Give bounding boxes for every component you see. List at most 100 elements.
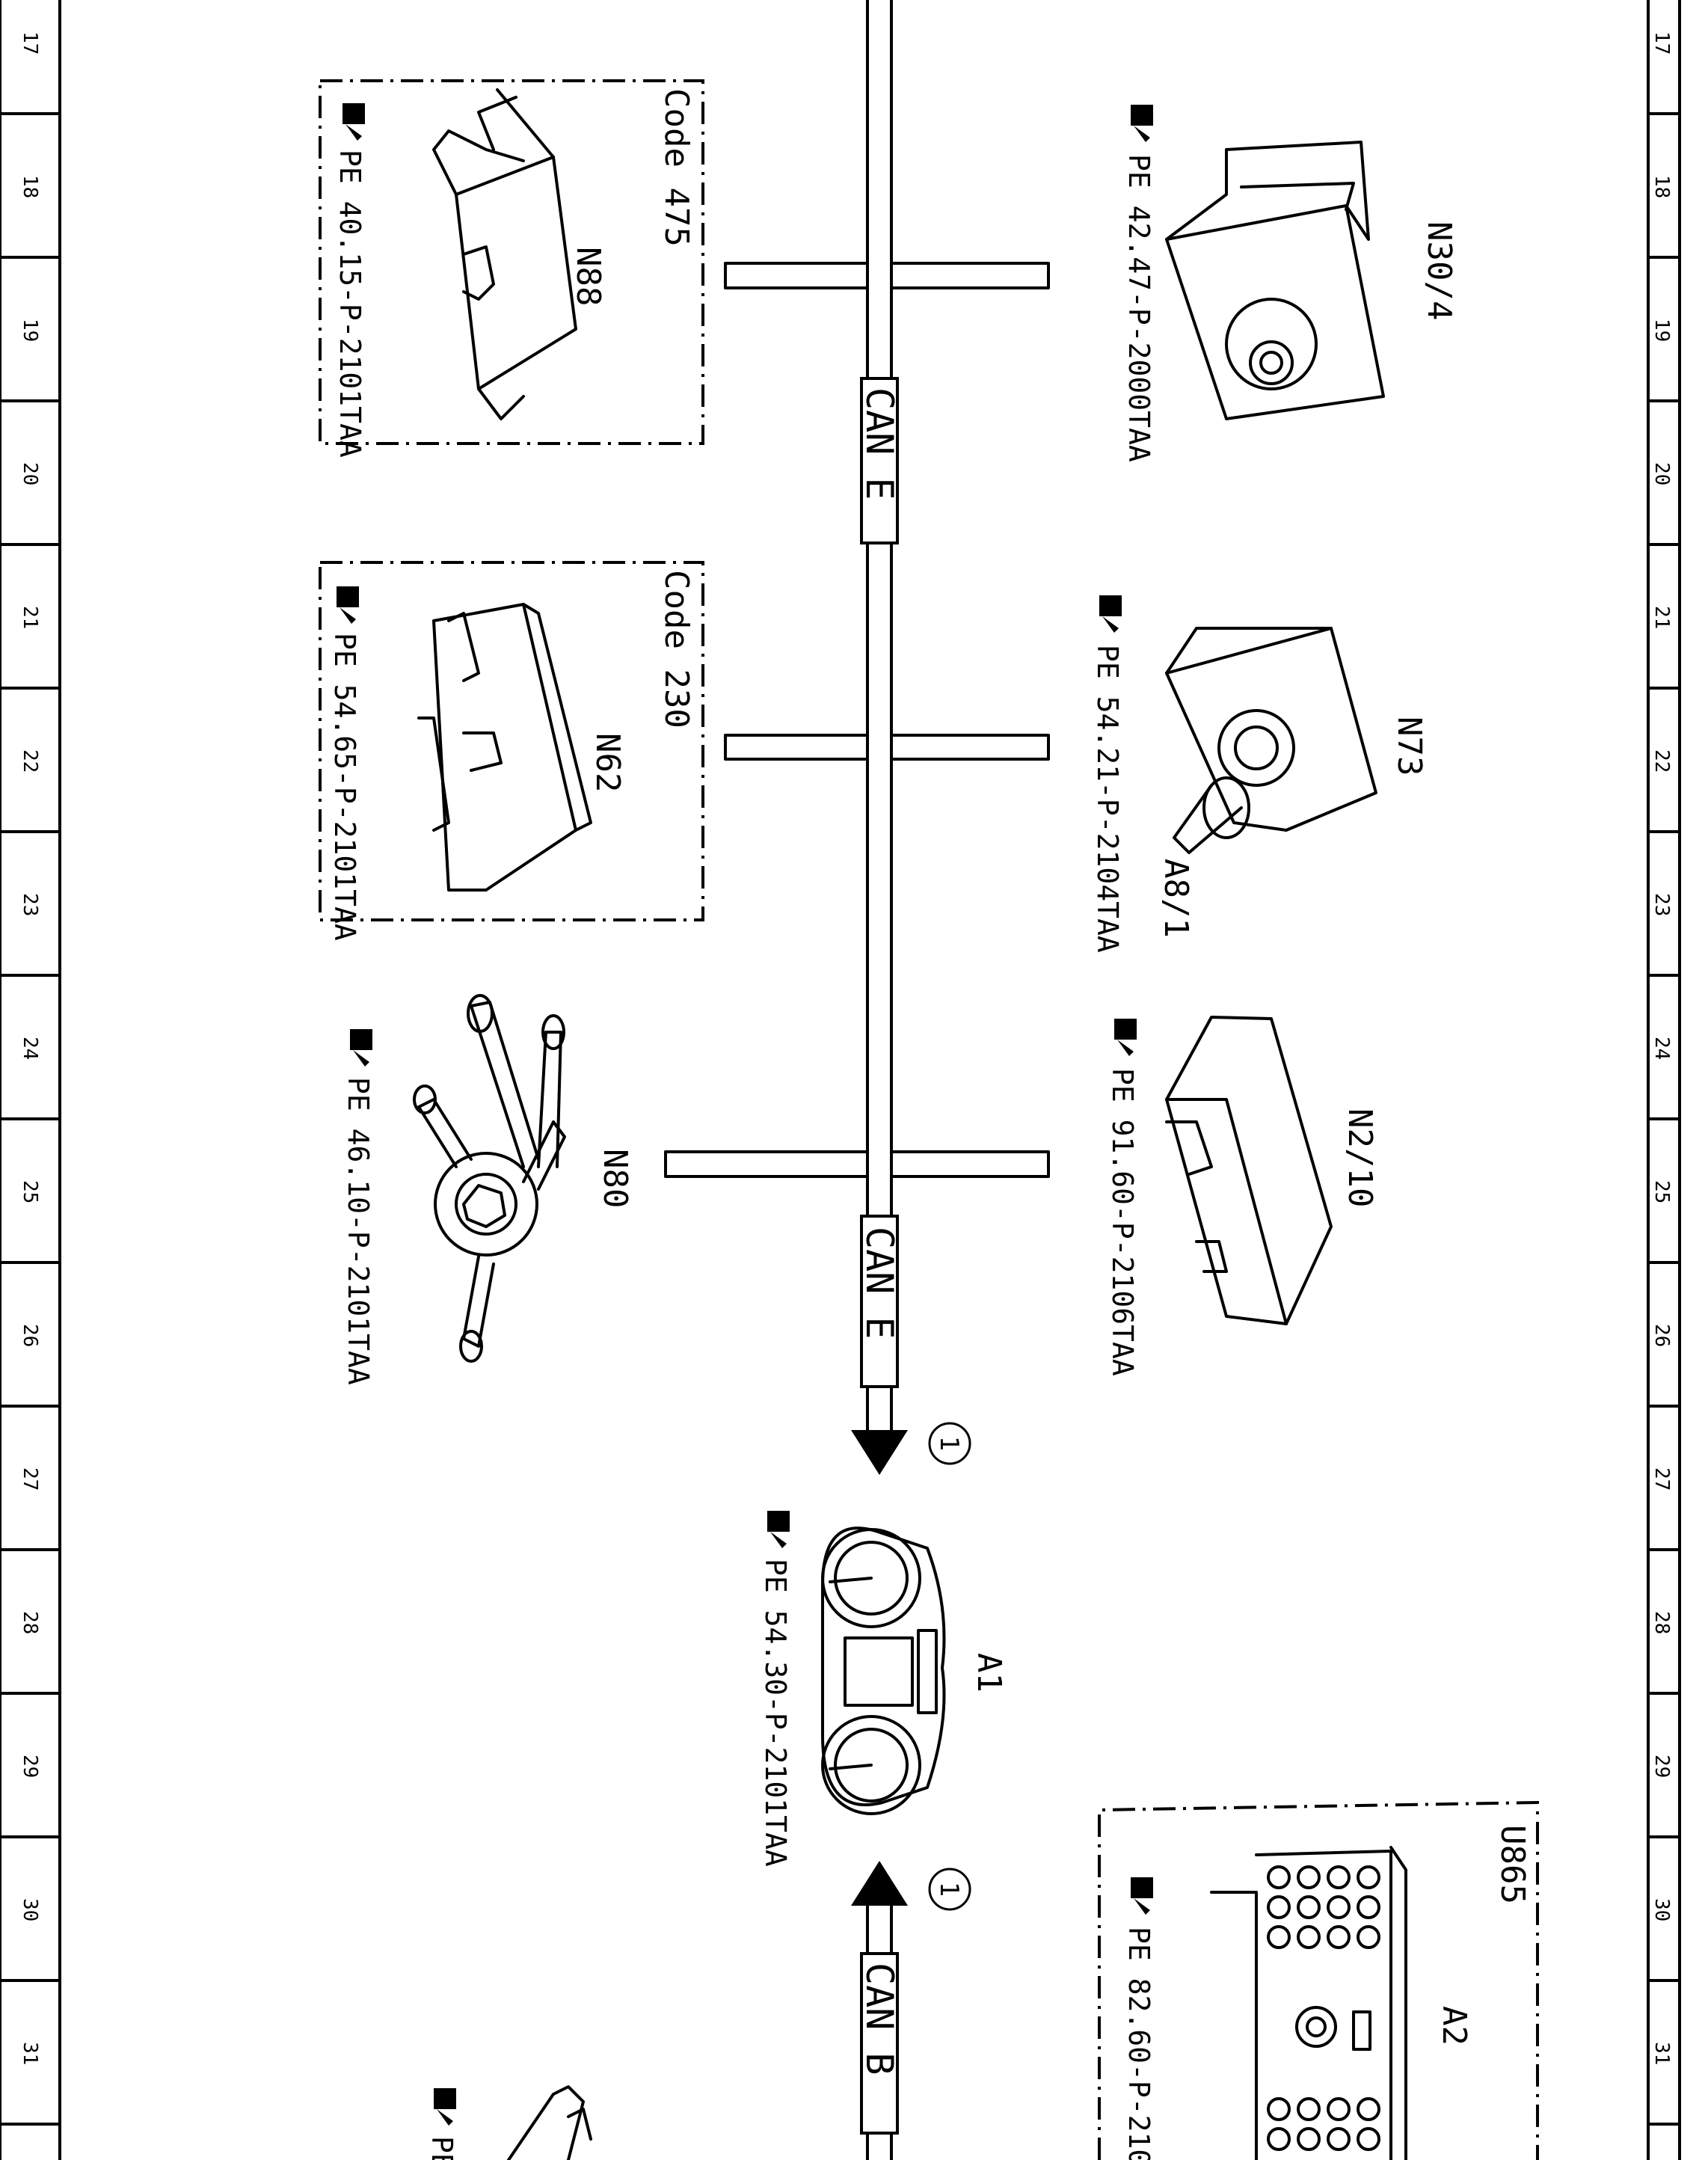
svg-text:A1: A1: [970, 1653, 1008, 1693]
arrow-up-icon: [851, 1861, 908, 1955]
a2-button: [1327, 1895, 1351, 1919]
svg-text:PE 91.60-P-2106TAA: PE 91.60-P-2106TAA: [1106, 1068, 1139, 1376]
can-b-label: CAN B: [858, 1952, 901, 2135]
component-a1: A1 PE 54.30-P-2101TAA: [759, 1511, 1008, 1867]
n30-4-unit-drawing: [1165, 141, 1385, 420]
can-bus-line: [866, 0, 893, 2160]
component-n80: N80 PE 46.10-P-2101TAA: [342, 994, 634, 1385]
a2-button: [1267, 1895, 1291, 1919]
connector-mark-1-bottom: 1: [928, 1868, 971, 1911]
a2-button: [1267, 1865, 1291, 1889]
svg-text:N30/4: N30/4: [1420, 221, 1458, 320]
ruler-label: 26: [19, 1324, 41, 1347]
svg-text:N62: N62: [589, 733, 627, 792]
a2-button: [1297, 2097, 1321, 2121]
a2-button: [1357, 2127, 1380, 2151]
ruler-label: 29: [1650, 1755, 1673, 1778]
a2-button: [1327, 2127, 1351, 2151]
svg-text:N88: N88: [569, 247, 607, 306]
ruler-label: 19: [19, 319, 41, 342]
reference-icon: [434, 2088, 456, 2126]
can-e-label-bottom: CAN E: [858, 1215, 901, 1388]
svg-text:1: 1: [934, 1882, 964, 1897]
svg-text:N80: N80: [596, 1149, 634, 1208]
ruler-label: 26: [1650, 1324, 1673, 1347]
a2-button: [1267, 1925, 1291, 1949]
ruler-label: 25: [19, 1180, 41, 1203]
component-a2: U865 A2 PE 82.60-P-2101T/: [1098, 1800, 1539, 2160]
ruler-label: 24: [19, 1037, 41, 1060]
a2-button: [1357, 2097, 1380, 2121]
reference-icon: [350, 1029, 372, 1067]
ruler-label: 18: [1650, 175, 1673, 198]
ruler-label: 20: [1650, 462, 1673, 485]
svg-text:PE 54.65-P-2101TAA: PE 54.65-P-2101TAA: [328, 633, 361, 941]
svg-text:PE 54.30-P-2101TAA: PE 54.30-P-2101TAA: [759, 1559, 792, 1867]
component-n73: N73 A8/1 PE 54.21-P-2104TAA: [1091, 595, 1428, 953]
a2-button: [1327, 1865, 1351, 1889]
branch-n88-n30: [724, 262, 1050, 289]
reference-icon: [1099, 595, 1122, 633]
ruler-label: 24: [1650, 1037, 1673, 1060]
a2-button: [1267, 2127, 1291, 2151]
svg-text:CAN E: CAN E: [858, 1227, 901, 1340]
ruler-label: 27: [1650, 1467, 1673, 1491]
reference-icon: [342, 103, 365, 141]
n88-module-drawing: [432, 88, 577, 420]
a2-button: [1357, 1865, 1380, 1889]
n73-ignition-drawing: [1165, 627, 1377, 854]
connector-mark-1-top: 1: [928, 1422, 971, 1465]
ruler-label: 21: [19, 606, 41, 629]
a2-button: [1297, 1865, 1321, 1889]
ruler-label: 30: [1650, 1898, 1673, 1921]
component-n88: Code 475 N88 PE 40.15-P-2101TAA: [319, 79, 704, 458]
reference-icon: [337, 586, 359, 624]
ruler-label: 30: [19, 1898, 41, 1921]
svg-text:CAN E: CAN E: [858, 387, 901, 500]
ruler-label: 21: [1650, 606, 1673, 629]
ruler-label: 27: [19, 1467, 41, 1491]
ruler-label: 25: [1650, 1180, 1673, 1203]
svg-text:Code 475: Code 475: [657, 88, 695, 247]
svg-text:PE 54.21-P-2104TAA: PE 54.21-P-2104TAA: [1091, 645, 1124, 953]
n62-module-drawing: [417, 603, 592, 892]
a2-button: [1297, 2127, 1321, 2151]
svg-text:A2: A2: [1435, 2006, 1473, 2046]
reference-icon: [1131, 105, 1153, 142]
svg-text:U865: U865: [1493, 1825, 1532, 1904]
svg-text:CAN B: CAN B: [858, 1963, 901, 2075]
a2-button: [1297, 1895, 1321, 1919]
reference-icon: [767, 1511, 790, 1548]
component-n30-4: N30/4 PE 42.47-P-2000TAA: [1122, 105, 1458, 462]
a2-button: [1267, 2097, 1291, 2121]
a2-head-unit-drawing: [1210, 1846, 1407, 2160]
component-partial: PE: [426, 2085, 592, 2160]
svg-text:PE 82.60-P-2101T/: PE 82.60-P-2101T/: [1122, 1927, 1155, 2160]
ruler-label: 18: [19, 175, 41, 198]
svg-text:N73: N73: [1390, 717, 1428, 776]
a2-button: [1357, 1895, 1380, 1919]
ruler-label: 28: [1650, 1611, 1673, 1634]
arrow-down-icon: [851, 1385, 908, 1475]
ruler-label: 31: [19, 2042, 41, 2065]
ruler-label: 29: [19, 1755, 41, 1778]
n80-switch-drawing: [413, 994, 566, 1363]
a2-button: [1327, 1925, 1351, 1949]
ruler-label: 22: [1650, 749, 1673, 773]
ruler-label: 20: [19, 462, 41, 485]
ruler-label: 17: [1650, 31, 1673, 55]
can-e-label-top: CAN E: [858, 377, 901, 544]
branch-n80-n2-10: [664, 1150, 1050, 1178]
svg-text:PE 46.10-P-2101TAA: PE 46.10-P-2101TAA: [342, 1077, 375, 1385]
svg-text:Code 230: Code 230: [657, 570, 695, 728]
component-n62: Code 230 N62 PE 54.65-P-2101TAA: [319, 561, 704, 941]
svg-text:1: 1: [934, 1436, 964, 1451]
svg-text:N2/10: N2/10: [1341, 1108, 1379, 1207]
n2-10-module-drawing: [1165, 1016, 1333, 1325]
branch-n62-n73: [724, 734, 1050, 761]
a2-button: [1327, 2097, 1351, 2121]
ruler-label: 19: [1650, 319, 1673, 342]
reference-icon: [1114, 1019, 1137, 1056]
